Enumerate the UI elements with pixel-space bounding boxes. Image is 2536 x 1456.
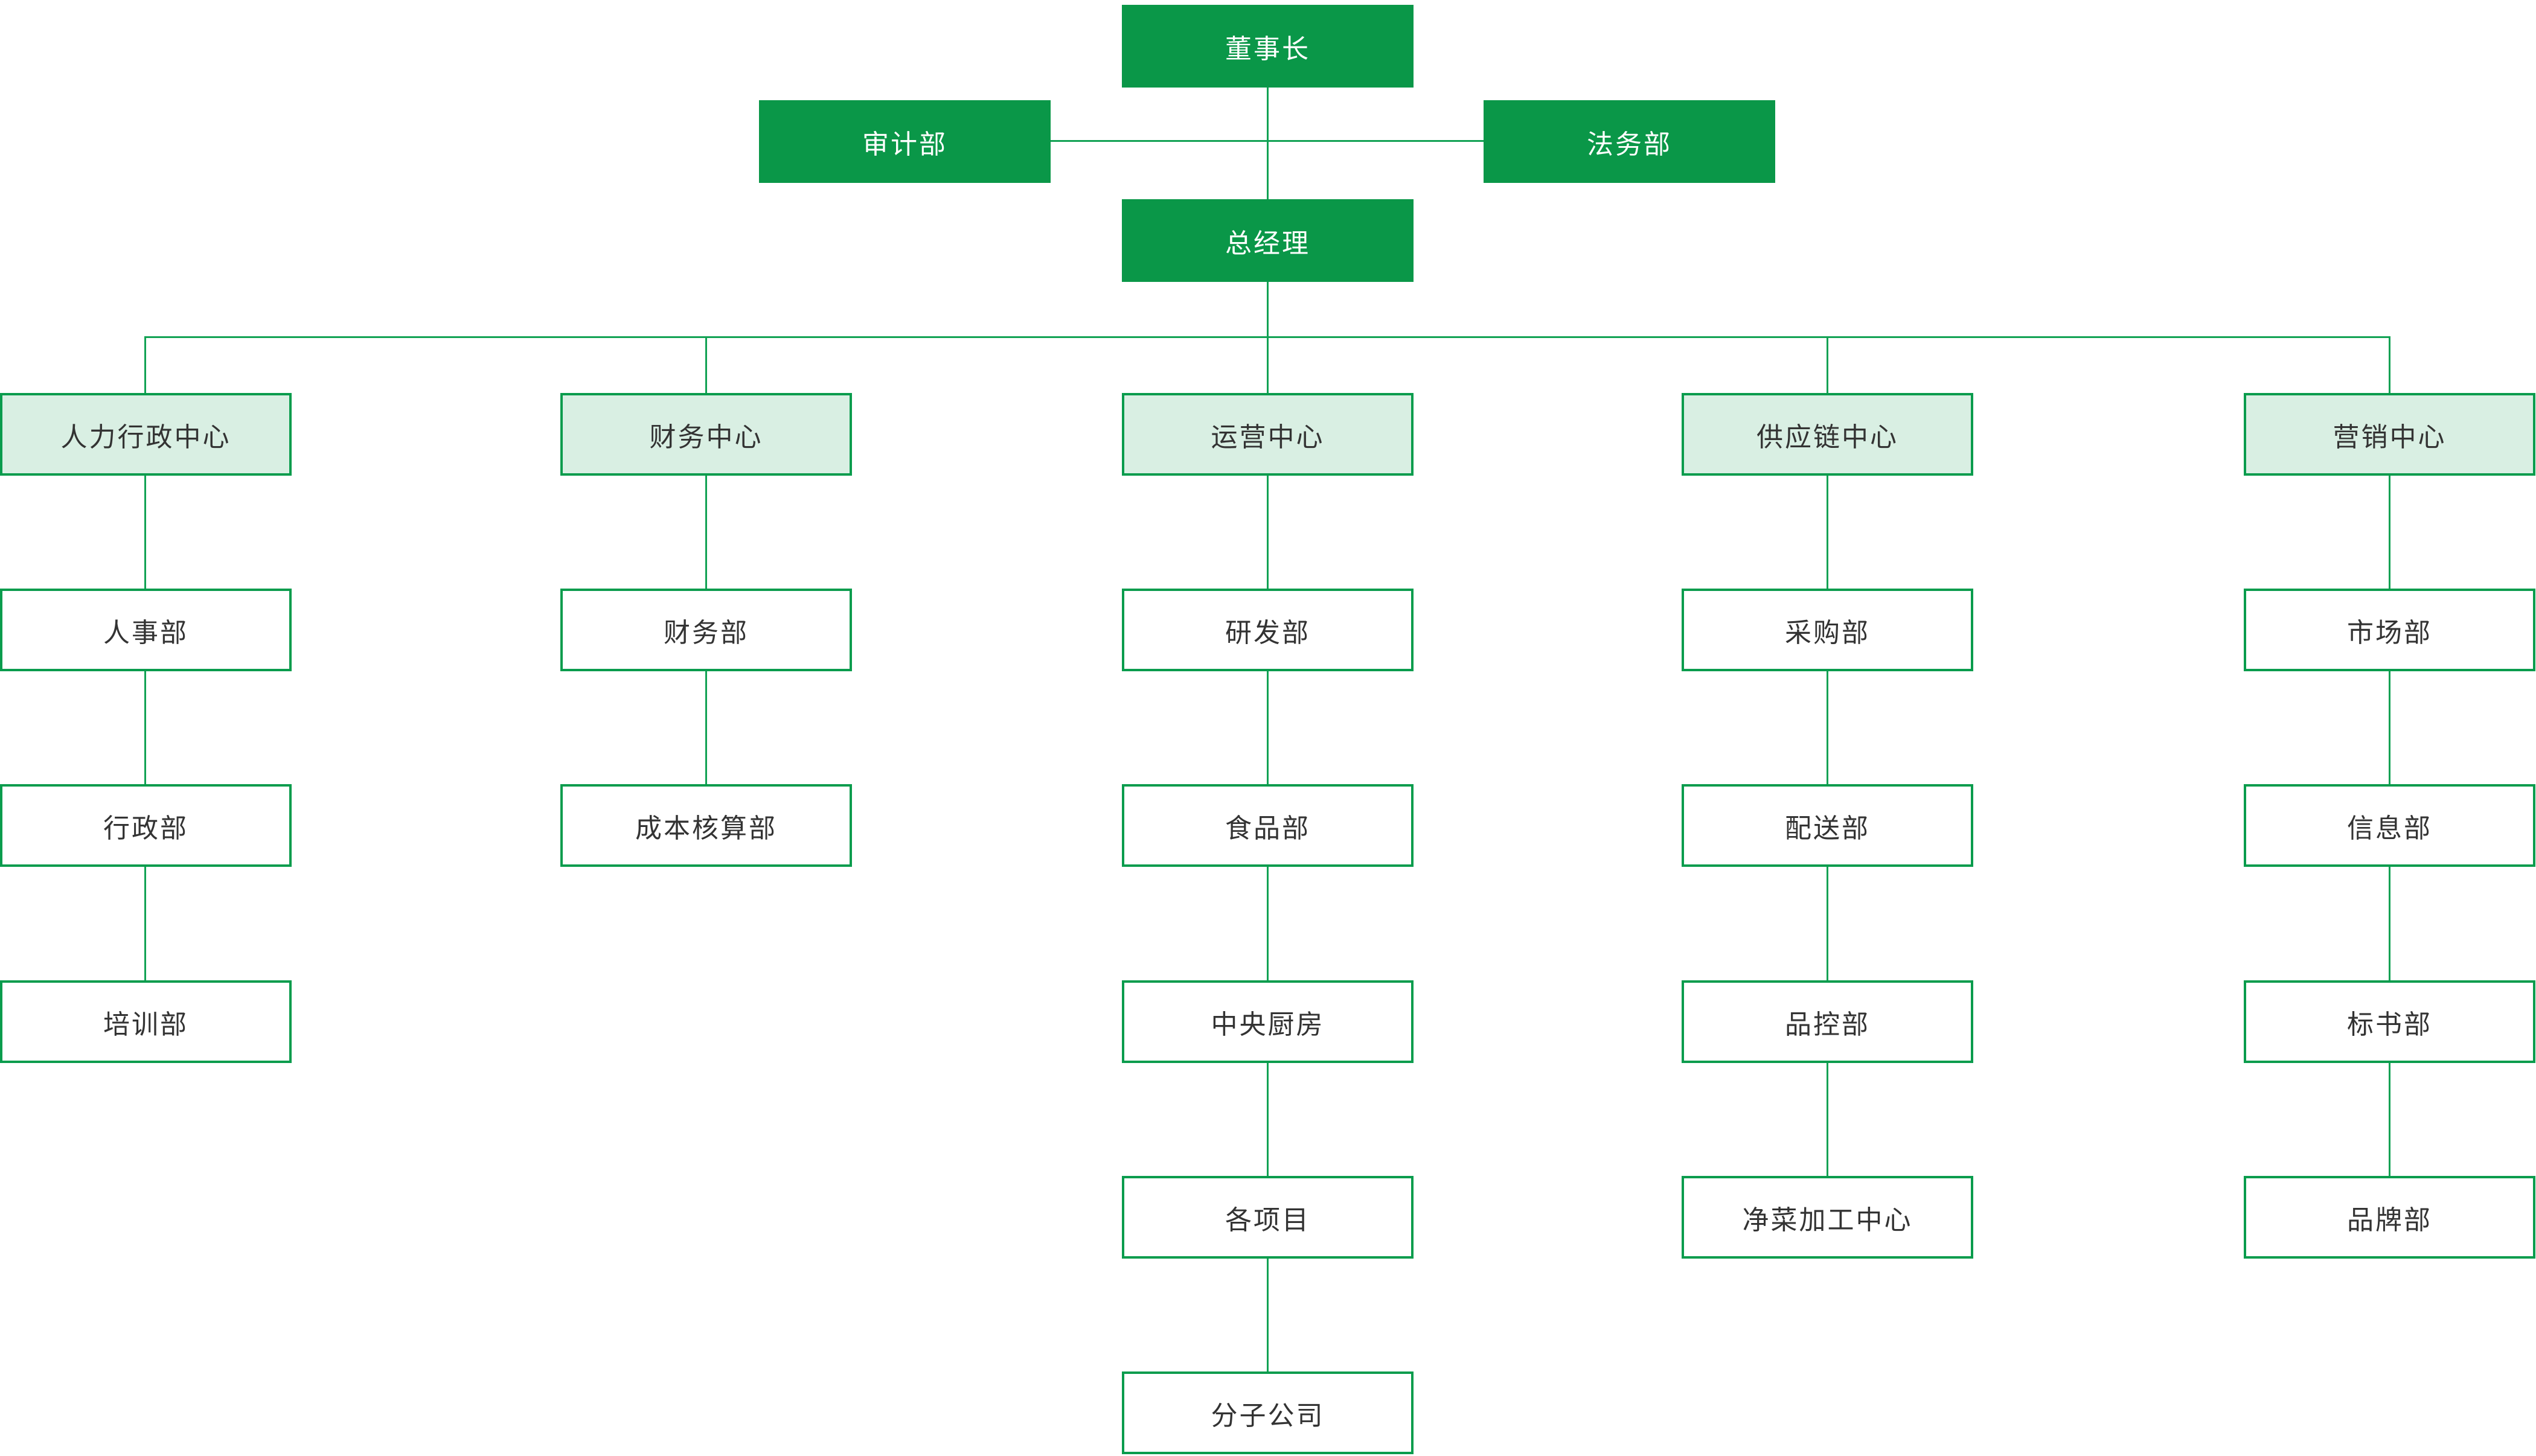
node-quality-control-dept: 品控部 [1682,980,1973,1063]
connector-col2-row2-row3 [705,671,707,784]
connector-chairman-gm [1267,86,1269,199]
connector-col3-row4-row5 [1267,1063,1269,1176]
connector-col1-row3-row4 [144,867,146,980]
connector-col3-row2-row3 [1267,671,1269,784]
node-cost-accounting-dept: 成本核算部 [560,784,852,867]
node-subsidiaries: 分子公司 [1122,1371,1414,1454]
node-operations-center: 运营中心 [1122,393,1414,476]
connector-trunk-col3 [1267,338,1269,393]
trunk-line [144,336,2390,338]
node-finance-dept: 财务部 [560,589,852,671]
connector-gm-trunk [1267,281,1269,336]
node-brand-dept: 品牌部 [2244,1176,2535,1259]
connector-col5-row2-row3 [2389,671,2390,784]
connector-col5-row3-row4 [2389,867,2390,980]
connector-trunk-col4 [1827,338,1828,393]
node-legal-dept: 法务部 [1484,100,1775,183]
connector-col1-row1-row2 [144,476,146,589]
node-marketing-center: 营销中心 [2244,393,2535,476]
node-distribution-dept: 配送部 [1682,784,1973,867]
connector-trunk-col5 [2389,338,2390,393]
node-admin-dept: 行政部 [0,784,292,867]
node-general-manager: 总经理 [1122,199,1414,282]
node-information-dept: 信息部 [2244,784,2535,867]
connector-col1-row2-row3 [144,671,146,784]
node-chairman: 董事长 [1122,5,1414,88]
connector-col4-row4-row5 [1827,1063,1828,1176]
connector-trunk-col1 [144,338,146,393]
connector-col5-row1-row2 [2389,476,2390,589]
connector-col2-row1-row2 [705,476,707,589]
connector-col4-row3-row4 [1827,867,1828,980]
connector-audit-legal [1051,140,1484,142]
node-training-dept: 培训部 [0,980,292,1063]
node-projects: 各项目 [1122,1176,1414,1259]
node-supply-chain-center: 供应链中心 [1682,393,1973,476]
node-audit-dept: 审计部 [759,100,1051,183]
node-food-dept: 食品部 [1122,784,1414,867]
connector-col3-row1-row2 [1267,476,1269,589]
node-market-dept: 市场部 [2244,589,2535,671]
node-hr-admin-center: 人力行政中心 [0,393,292,476]
connector-col3-row3-row4 [1267,867,1269,980]
node-hr-dept: 人事部 [0,589,292,671]
node-finance-center: 财务中心 [560,393,852,476]
node-procurement-dept: 采购部 [1682,589,1973,671]
connector-trunk-col2 [705,338,707,393]
connector-col3-row5-row6 [1267,1259,1269,1371]
connector-col5-row4-row5 [2389,1063,2390,1176]
node-fresh-cut-processing-center: 净菜加工中心 [1682,1176,1973,1259]
connector-col4-row1-row2 [1827,476,1828,589]
node-bidding-dept: 标书部 [2244,980,2535,1063]
connector-col4-row2-row3 [1827,671,1828,784]
node-rd-dept: 研发部 [1122,589,1414,671]
node-central-kitchen: 中央厨房 [1122,980,1414,1063]
